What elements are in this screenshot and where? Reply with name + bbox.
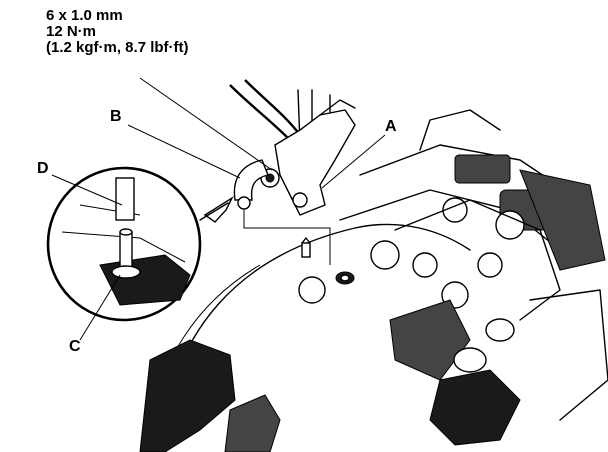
- engine-cover-edge: [394, 199, 561, 321]
- routing-line: [243, 210, 331, 265]
- engine-lower-rib: [224, 394, 281, 452]
- hose-1: [229, 84, 291, 141]
- callout-d: D: [37, 160, 49, 177]
- lower-right-edge: [529, 289, 608, 421]
- detail-arrow-shaft: [199, 202, 229, 221]
- pipe-stub-tip: [301, 237, 311, 244]
- callout-a: A: [385, 118, 397, 135]
- engine-boss-1: [495, 210, 525, 240]
- engine-boss-3: [370, 240, 400, 270]
- detail-hose-d: [115, 177, 135, 221]
- detail-pipe-c-top: [119, 228, 133, 236]
- engine-lower-block: [139, 339, 236, 452]
- bracket-a-bolt-hole: [292, 192, 308, 208]
- engine-right-shadow: [519, 169, 606, 271]
- pipe-stub: [301, 242, 311, 258]
- sealing-washer-hole: [340, 274, 350, 282]
- engine-upper-part: [419, 109, 501, 151]
- bolt-size-text: 6 x 1.0 mm: [46, 7, 123, 24]
- callout-d-leader: [51, 174, 123, 206]
- detail-arrow-head: [203, 196, 234, 223]
- callout-c-leader: [79, 274, 121, 341]
- engine-boss-4: [412, 252, 438, 278]
- callout-a-leader: [321, 134, 386, 189]
- engine-bracket-1: [454, 154, 511, 184]
- bracket-a-fitting-center: [265, 173, 275, 183]
- lower-boss-2: [485, 318, 515, 342]
- hose-b: [233, 159, 269, 201]
- lower-assembly-dark: [429, 369, 521, 446]
- torque-spec: 6 x 1.0 mm 12 N·m (1.2 kgf·m, 8.7 lbf·ft…: [46, 8, 189, 56]
- detail-pipe-c-base: [111, 265, 141, 279]
- callout-b: B: [110, 108, 122, 125]
- bracket-a: [274, 109, 356, 216]
- callout-b-leader: [127, 124, 241, 179]
- spec-leader-line: [139, 77, 273, 171]
- hose-1-edge: [244, 79, 301, 136]
- bracket-a-top: [319, 99, 356, 116]
- detail-contents: [61, 177, 191, 306]
- engine-boss-6: [477, 252, 503, 278]
- torque-nm-text: 12 N·m: [46, 23, 97, 40]
- lower-boss-1: [453, 347, 487, 373]
- hose-b-end: [237, 196, 251, 210]
- engine-boss-7: [298, 276, 326, 304]
- callout-c: C: [69, 338, 81, 355]
- torque-alt-text: (1.2 kgf·m, 8.7 lbf·ft): [46, 39, 189, 56]
- detail-surface-line: [61, 231, 186, 263]
